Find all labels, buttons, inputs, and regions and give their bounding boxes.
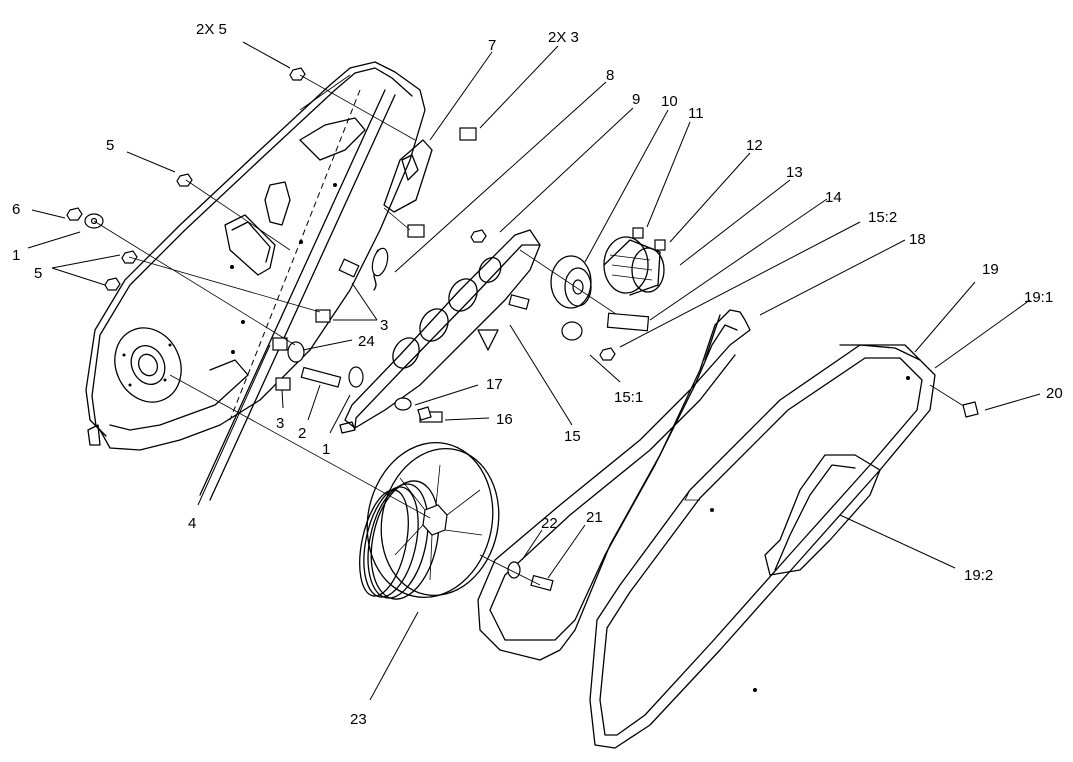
callout-4: 4 [188,515,196,532]
callout-24: 24 [358,333,375,350]
v-belt [477,309,751,661]
frame-hardware [66,67,416,434]
callout-15-1: 15:1 [614,389,643,406]
callout-7: 7 [488,37,496,54]
callout-19: 19 [982,261,999,278]
callout-19-1: 19:1 [1024,289,1053,306]
callout-21: 21 [586,509,603,526]
callout-18: 18 [909,231,926,248]
bracket-and-spring [371,127,477,291]
callout-1b: 1 [322,441,330,458]
callout-3a: 3 [380,317,388,334]
callout-9: 9 [632,91,640,108]
callout-11: 11 [688,105,704,122]
callout-16: 16 [496,411,513,428]
callout-2x3: 2X 3 [548,29,579,46]
callout-12: 12 [746,137,763,154]
leader-lines [27,41,1041,701]
callout-8: 8 [606,67,614,84]
callout-6: 6 [12,201,20,218]
callout-2x5: 2X 5 [196,21,227,38]
large-pulley [169,374,500,600]
callout-19-2: 19:2 [964,567,993,584]
callout-17: 17 [486,376,503,393]
tension-rod [199,89,396,501]
callout-5b: 5 [34,265,42,282]
callout-10: 10 [661,93,678,110]
idler-pulley [519,249,650,361]
callout-20: 20 [1046,385,1063,402]
callout-5a: 5 [106,137,114,154]
callout-15-2: 15:2 [868,209,897,226]
callout-14: 14 [825,189,842,206]
callout-22: 22 [541,515,558,532]
belt-cover [589,344,979,749]
callout-1a: 1 [12,247,20,264]
frame-plate [85,61,426,451]
callout-13: 13 [786,164,803,181]
callout-15: 15 [564,428,581,445]
callout-23: 23 [350,711,367,728]
callout-2: 2 [298,425,306,442]
callout-3b: 3 [276,415,284,432]
pulley-hardware [479,554,554,592]
drive-pulley [603,227,666,296]
callout-labels: 2X 5 7 2X 3 8 9 10 11 12 13 14 15:2 18 1… [12,21,1063,728]
idler-arm [344,229,541,429]
